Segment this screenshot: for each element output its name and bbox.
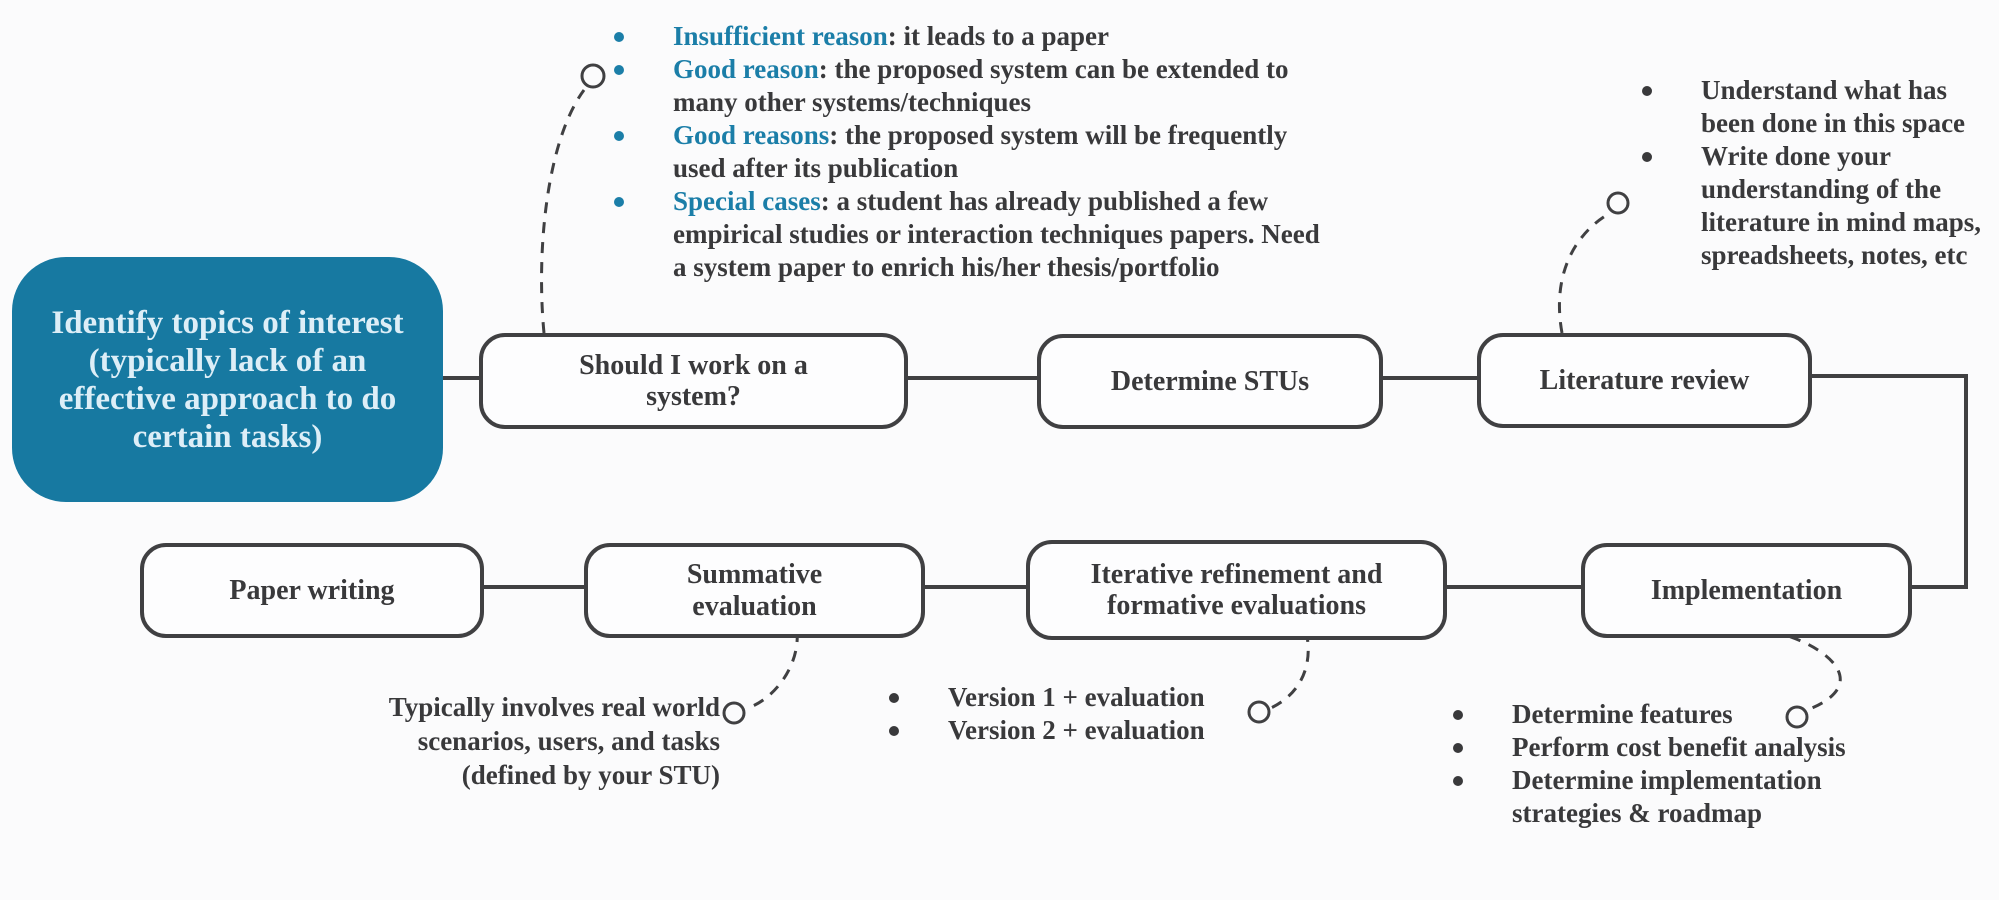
- circle-marker-versions: [1247, 700, 1271, 724]
- node-should-i-work-on-system: Should I work on a system?: [479, 333, 908, 429]
- list-item: Good reasons: the proposed system will b…: [614, 119, 1354, 185]
- version-note-text: Version 1 + evaluation: [948, 682, 1205, 712]
- list-item: Understand what has been done in this sp…: [1642, 74, 1998, 140]
- list-item: Perform cost benefit analysis: [1453, 731, 1913, 764]
- node-should-label: Should I work on a system?: [579, 349, 808, 412]
- node-paper-writing: Paper writing: [140, 543, 484, 638]
- list-item: Version 2 + evaluation: [889, 714, 1249, 747]
- connector-literature-implementation: [1804, 374, 1968, 589]
- node-identify-topics-label: Identify topics of interest (typically l…: [51, 304, 404, 455]
- bullet-icon: [1453, 776, 1463, 786]
- reason-rest: : a student has already published a few …: [673, 186, 1320, 282]
- version-note-list: Version 1 + evaluation Version 2 + evalu…: [889, 681, 1249, 747]
- list-item: Special cases: a student has already pub…: [614, 185, 1354, 284]
- node-implementation-label: Implementation: [1650, 574, 1843, 606]
- list-item: Write done your understanding of the lit…: [1642, 140, 1998, 272]
- node-identify-topics: Identify topics of interest (typically l…: [12, 257, 443, 502]
- reason-lead: Good reasons: [673, 120, 830, 150]
- list-item: Determine features: [1453, 698, 1913, 731]
- node-determine-stus: Determine STUs: [1037, 334, 1383, 429]
- node-literature-label: Literature review: [1539, 364, 1750, 396]
- reason-lead: Good reason: [673, 54, 819, 84]
- reason-rest: : it leads to a paper: [887, 21, 1109, 51]
- reason-text: Good reason: the proposed system can be …: [673, 53, 1338, 119]
- implementation-note-text: Determine features: [1512, 699, 1733, 729]
- literature-note-text: Understand what has been done in this sp…: [1701, 75, 1966, 138]
- circle-marker-reasons: [580, 63, 606, 89]
- node-literature-review: Literature review: [1477, 333, 1812, 428]
- node-implementation: Implementation: [1581, 543, 1912, 638]
- reason-text: Good reasons: the proposed system will b…: [673, 119, 1338, 185]
- reason-lead: Insufficient reason: [673, 21, 888, 51]
- circle-marker-summative: [722, 701, 746, 725]
- bullet-icon: [1453, 710, 1463, 720]
- dashed-connector-literature-notes: [1557, 211, 1611, 334]
- node-iterative-label: Iterative refinement and formative evalu…: [1090, 558, 1383, 621]
- implementation-note-text: Perform cost benefit analysis: [1512, 732, 1846, 762]
- dashed-connector-should-reasons: [540, 89, 586, 334]
- literature-note-text: Write done your understanding of the lit…: [1701, 141, 1982, 270]
- reason-lead: Special cases: [673, 186, 821, 216]
- list-item: Determine implementation strategies & ro…: [1453, 764, 1913, 830]
- dashed-connector-iterative-versions: [1270, 630, 1310, 710]
- reason-text: Special cases: a student has already pub…: [673, 185, 1338, 284]
- dashed-connector-summative-note: [747, 630, 799, 710]
- node-summative-evaluation: Summative evaluation: [584, 543, 925, 638]
- bullet-icon: [889, 726, 899, 736]
- bullet-icon: [614, 131, 624, 141]
- reason-rest: : the proposed system will be frequently…: [673, 120, 1288, 183]
- bullet-icon: [889, 693, 899, 703]
- implementation-note-text: Determine implementation strategies & ro…: [1512, 765, 1822, 828]
- bullet-icon: [1642, 86, 1652, 96]
- reason-text: Insufficient reason: it leads to a paper: [673, 20, 1338, 53]
- list-item: Version 1 + evaluation: [889, 681, 1249, 714]
- list-item: Good reason: the proposed system can be …: [614, 53, 1354, 119]
- circle-marker-literature: [1606, 191, 1630, 215]
- node-summative-label: Summative evaluation: [686, 559, 823, 622]
- circle-marker-implementation: [1785, 705, 1809, 729]
- version-note-text: Version 2 + evaluation: [948, 715, 1205, 745]
- node-paper-label: Paper writing: [229, 574, 395, 606]
- bullet-icon: [614, 32, 624, 42]
- dashed-connector-implementation-notes: [1770, 629, 1842, 710]
- literature-note-list: Understand what has been done in this sp…: [1642, 74, 1998, 272]
- bullet-icon: [1642, 152, 1652, 162]
- list-item: Insufficient reason: it leads to a paper: [614, 20, 1354, 53]
- bullet-icon: [614, 65, 624, 75]
- bullet-icon: [1453, 743, 1463, 753]
- bullet-icon: [614, 197, 624, 207]
- reason-rest: : the proposed system can be extended to…: [673, 54, 1289, 117]
- implementation-note-list: Determine features Perform cost benefit …: [1453, 698, 1913, 830]
- node-determine-label: Determine STUs: [1110, 365, 1310, 397]
- reasons-note-list: Insufficient reason: it leads to a paper…: [614, 20, 1354, 284]
- summative-note-text: Typically involves real world scenarios,…: [388, 692, 720, 790]
- node-iterative-refinement: Iterative refinement and formative evalu…: [1026, 540, 1447, 640]
